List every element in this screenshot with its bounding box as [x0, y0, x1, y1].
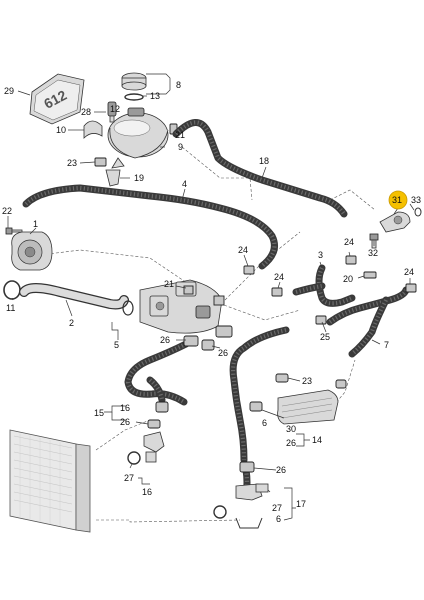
callout-21-mid: 21 [164, 279, 174, 289]
callout-11: 11 [6, 303, 15, 313]
clamp-23-top [94, 157, 107, 167]
callout-13: 13 [150, 91, 160, 101]
callout-33: 33 [411, 195, 421, 205]
bracket-10 [83, 120, 103, 139]
callout-10: 10 [56, 125, 66, 135]
leader-lines [7, 73, 415, 521]
callout-24-b: 24 [274, 272, 284, 282]
expansion-tank [107, 107, 169, 169]
hose-right-lower [326, 286, 410, 326]
hose-3-branch [292, 282, 326, 296]
coolant-distributor-housing [139, 279, 233, 338]
callout-19: 19 [134, 173, 144, 183]
callout-26-a: 26 [160, 335, 170, 345]
callout-23-b: 23 [302, 376, 312, 386]
callout-24-c: 24 [344, 237, 354, 247]
bolt-22 [5, 227, 23, 235]
callout-4: 4 [182, 179, 187, 189]
part-29-label-plate: 612 [29, 73, 85, 125]
callout-31-highlight-circle [388, 190, 408, 210]
bracket-19 [105, 169, 121, 187]
callout-15: 15 [94, 408, 104, 418]
callout-26-b: 26 [218, 348, 228, 358]
callout-21-top: 21 [175, 130, 185, 140]
hose-7 [348, 296, 390, 358]
o-rings-lower [127, 451, 263, 529]
callout-5: 5 [114, 340, 119, 350]
callout-16-b: 16 [142, 487, 152, 497]
callout-23-top: 23 [67, 158, 77, 168]
callout-26-e: 26 [276, 465, 286, 475]
hose-18 [172, 119, 348, 218]
callout-27-b: 27 [272, 503, 282, 513]
callout-31-highlight: 31 [388, 190, 408, 210]
callout-16-a: 16 [120, 403, 130, 413]
callout-17: 17 [296, 499, 306, 509]
callout-30: 30 [286, 424, 296, 434]
callout-7: 7 [384, 340, 389, 350]
callout-27-a: 27 [124, 473, 134, 483]
callout-9: 9 [178, 142, 183, 152]
callout-28: 28 [81, 107, 91, 117]
callout-12: 12 [110, 104, 120, 114]
callout-1: 1 [33, 219, 38, 229]
oil-cooler-30 [277, 389, 339, 425]
hose-14 [229, 326, 290, 464]
o-ring-11 [3, 280, 21, 300]
fitting-31 [379, 207, 422, 233]
callout-24-d: 24 [404, 267, 414, 277]
water-pump-1 [11, 231, 53, 271]
callout-6-a: 6 [262, 418, 267, 428]
callout-18: 18 [259, 156, 269, 166]
callout-22: 22 [2, 206, 12, 216]
callout-31: 31 [392, 195, 402, 205]
callout-26-c: 26 [120, 417, 130, 427]
callout-6-b: 6 [276, 514, 281, 524]
callout-3: 3 [318, 250, 323, 260]
callout-20: 20 [343, 274, 353, 284]
clamps-right [243, 255, 417, 325]
callout-26-d: 26 [286, 438, 296, 448]
pipe-2 [19, 283, 134, 316]
radiator [9, 429, 91, 533]
sensor-28 [107, 101, 117, 123]
callout-8: 8 [176, 80, 181, 90]
tee-fittings [143, 335, 347, 501]
callout-2: 2 [69, 318, 74, 328]
expansion-tank-cap [121, 72, 147, 101]
callout-29: 29 [4, 86, 14, 96]
callout-25: 25 [320, 332, 330, 342]
hose-3 [315, 264, 356, 307]
hose-16 [146, 376, 166, 404]
callout-labels: 29 28 10 8 13 9 21 23 19 18 4 22 1 11 2 … [2, 80, 421, 524]
callout-24-a: 24 [238, 245, 248, 255]
callout-14: 14 [312, 435, 322, 445]
hose-4 [22, 184, 278, 270]
callout-32: 32 [368, 248, 378, 258]
